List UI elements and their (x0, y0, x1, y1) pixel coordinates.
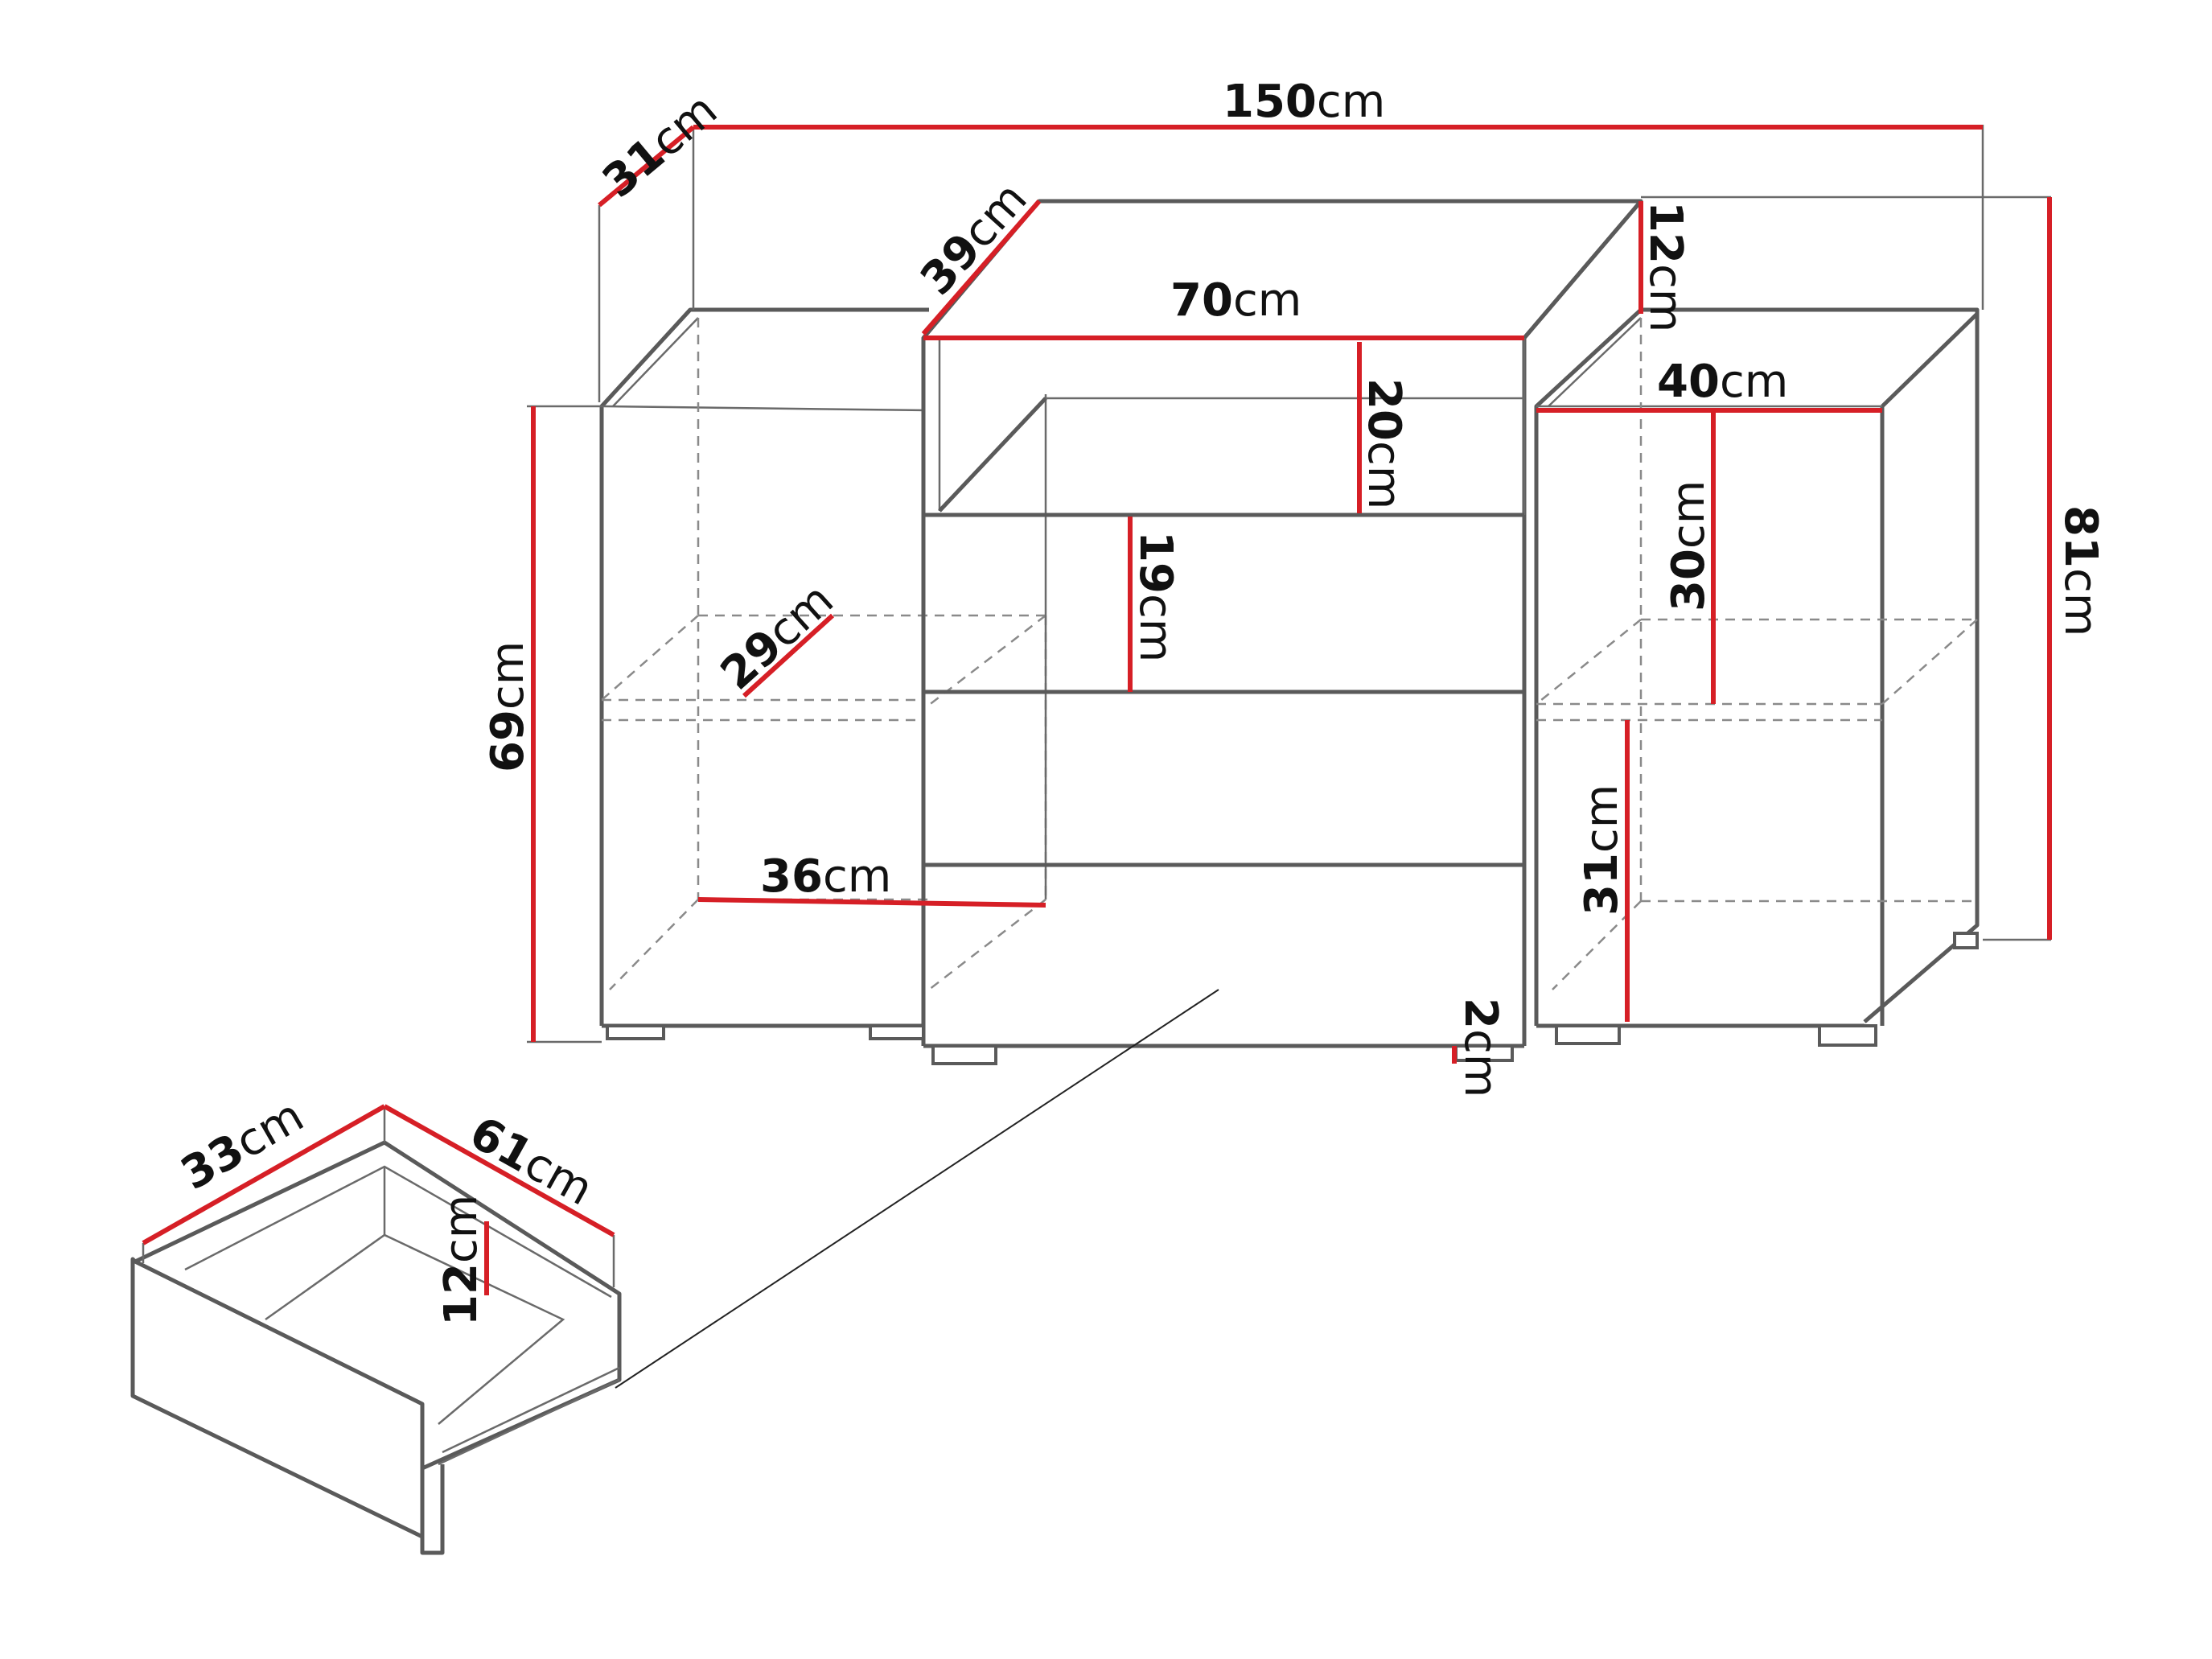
dim-line-shelf-depth (742, 613, 835, 698)
label-drawer-height: 12cm (435, 1195, 487, 1326)
label-niche-height: 20cm (1358, 378, 1410, 509)
label-right-width: 40cm (1657, 356, 1788, 408)
dimension-lines (142, 125, 2052, 1295)
dim-line-total-depth (598, 125, 695, 208)
label-right-upper-height: 30cm (1663, 480, 1715, 611)
drawer-leader-line (615, 989, 1219, 1389)
left-section-outline (599, 307, 929, 1026)
right-section-outline (1534, 307, 1980, 1026)
label-plinth-height: 2cm (1454, 998, 1507, 1097)
label-total-height: 81cm (2054, 505, 2107, 636)
label-right-lower-height: 31cm (1576, 784, 1628, 916)
drawer-detail (130, 1106, 622, 1555)
foot (1818, 1024, 1877, 1047)
dim-line-drawer-depth (383, 1104, 615, 1237)
foot (1555, 1024, 1621, 1045)
foot (869, 1024, 925, 1040)
label-middle-top-width: 70cm (1170, 274, 1301, 327)
label-middle-top-depth: 39cm (911, 173, 1038, 306)
label-drawer-front-height: 19cm (1129, 531, 1182, 662)
foot (606, 1024, 665, 1040)
dim-line-middle-top-depth (921, 200, 1042, 336)
foot (931, 1044, 997, 1065)
drawer-front (921, 513, 1524, 1046)
label-raised-height: 12cm (1639, 201, 1692, 332)
label-total-depth: 31cm (593, 84, 727, 208)
label-side-height: 69cm (482, 641, 534, 772)
label-drawer-width: 33cm (173, 1089, 313, 1200)
label-left-inner-width: 36cm (760, 850, 891, 903)
foot (1953, 932, 1979, 949)
drawer-box (130, 1257, 425, 1539)
dimension-labels: 150cm 31cm 39cm 70cm 12cm 81cm 69cm 20cm… (173, 76, 2107, 1326)
label-total-width: 150cm (1223, 76, 1385, 128)
dim-line-left-inner-width (697, 897, 1046, 908)
label-shelf-depth: 29cm (711, 574, 844, 701)
dim-line-drawer-width (142, 1104, 386, 1245)
sideboard-body (527, 125, 2051, 1065)
